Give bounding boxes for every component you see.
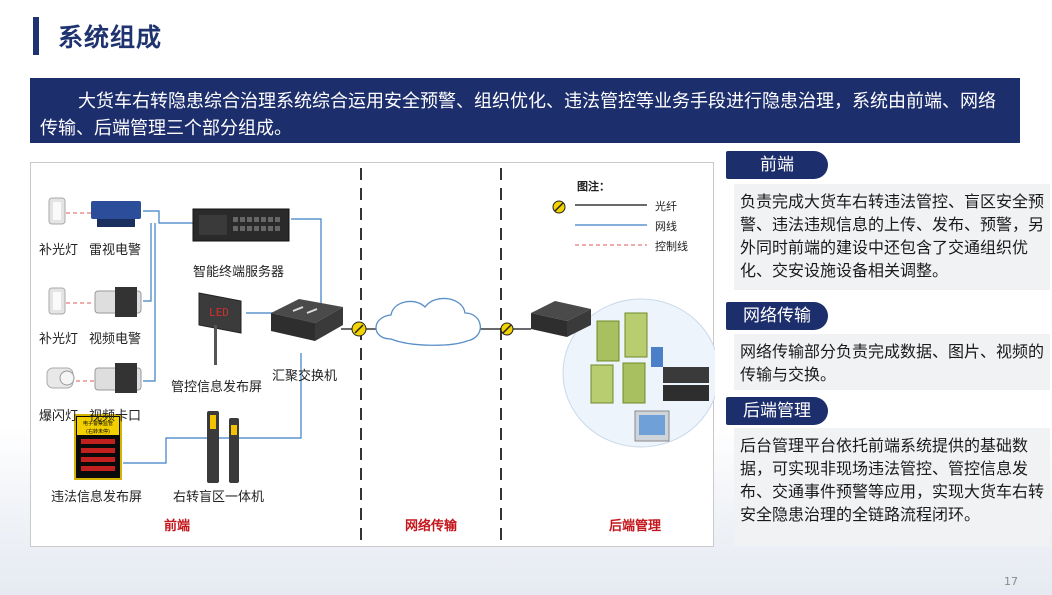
legend-fiber-label: 光纤 — [655, 200, 677, 213]
section-title-backend: 后端管理 — [726, 397, 828, 425]
blindspot-unit-icon — [207, 411, 239, 483]
label-video-checkpoint: 视频卡口 — [89, 409, 142, 424]
label-flash-light: 爆闪灯 — [39, 409, 79, 424]
legend-title: 图注： — [577, 180, 610, 193]
control-screen-icon: LED — [198, 292, 242, 365]
legend-swatches — [552, 200, 647, 246]
led-screen-header: 电子警察监管 — [83, 420, 113, 427]
legend-fiber-connector-icon — [552, 200, 566, 214]
label-terminal-server: 智能终端服务器 — [193, 265, 285, 280]
section-body-front: 负责完成大货车右转违法管控、盲区安全预警、违法违规信息的上传、发布、预警，另外同… — [734, 184, 1050, 290]
flash-light-icon — [46, 367, 75, 389]
backend-cluster-icon — [531, 298, 715, 448]
fiber-connector-1-icon — [351, 321, 367, 337]
aggregation-switch-icon — [271, 299, 343, 341]
zone-label-front: 前端 — [164, 519, 191, 534]
label-video-camera: 视频电警 — [89, 332, 142, 347]
control-lines — [66, 212, 96, 382]
section-body-network: 网络传输部分负责完成数据、图片、视频的传输与交换。 — [734, 334, 1050, 390]
page-number: 17 — [1004, 575, 1018, 588]
label-aggregation-switch: 汇聚交换机 — [272, 369, 338, 384]
page-title: 系统组成 — [58, 23, 163, 52]
section-title-network: 网络传输 — [726, 302, 828, 330]
diagram-graphics: 电子警察监管 (右转未停) LED — [46, 168, 715, 543]
zone-label-network: 网络传输 — [405, 519, 458, 534]
section-body-backend: 后台管理平台依托前端系统提供的基础数据，可实现非现场违法管控、管控信息发布、交通… — [734, 428, 1050, 546]
fiber-connector-2-icon — [500, 322, 514, 336]
terminal-server-icon — [192, 208, 290, 242]
zone-label-backend: 后端管理 — [609, 519, 662, 534]
label-blindspot-unit: 右转盲区一体机 — [173, 490, 265, 505]
legend-control-label: 控制线 — [655, 240, 688, 253]
title-accent-bar — [33, 17, 39, 55]
network-lines — [123, 210, 322, 464]
label-fill-light-2: 补光灯 — [39, 332, 79, 347]
fill-light-2-icon — [48, 287, 66, 315]
radar-camera-icon — [91, 201, 141, 227]
section-title-front: 前端 — [726, 151, 828, 179]
video-checkpoint-icon — [94, 363, 142, 393]
label-fill-light-1: 补光灯 — [39, 243, 79, 258]
label-radar-camera: 雷视电警 — [89, 243, 142, 258]
intro-banner: 大货车右转隐患综合治理系统综合运用安全预警、组织优化、违法管控等业务手段进行隐患… — [30, 78, 1020, 143]
network-cloud-icon — [375, 297, 481, 346]
fill-light-1-icon — [48, 197, 66, 225]
violation-screen-icon — [74, 414, 122, 480]
label-control-screen: 管控信息发布屏 — [171, 380, 263, 395]
legend-network-label: 网线 — [655, 220, 677, 233]
led-screen-subheader: (右转未停) — [86, 428, 110, 435]
svg-text:LED: LED — [209, 306, 229, 319]
system-diagram: 电子警察监管 (右转未停) LED — [30, 162, 715, 547]
label-violation-screen: 违法信息发布屏 — [51, 490, 143, 505]
video-camera-icon — [94, 287, 142, 317]
